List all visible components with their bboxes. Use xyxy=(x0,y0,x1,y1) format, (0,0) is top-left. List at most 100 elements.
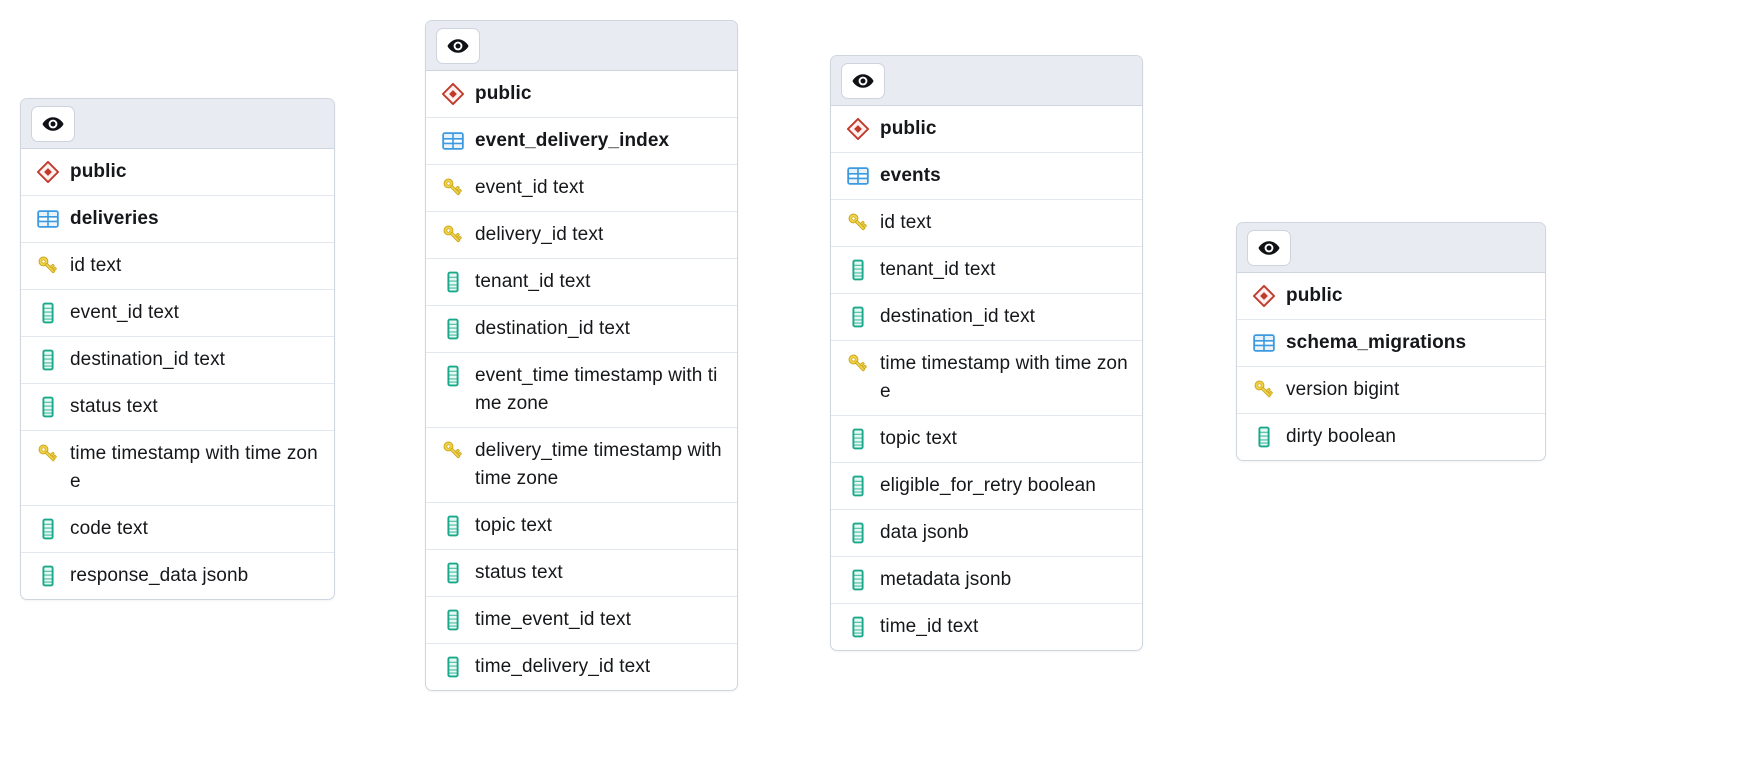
eye-icon xyxy=(851,69,875,93)
visibility-toggle-button[interactable] xyxy=(1247,229,1291,266)
column-label: time timestamp with time zone xyxy=(880,353,1128,402)
column-icon xyxy=(440,363,466,389)
card-body-deliveries: public deliveries id text event_id text dest… xyxy=(21,149,334,599)
column-row[interactable]: response_data jsonb xyxy=(21,553,334,599)
column-label: eligible_for_retry boolean xyxy=(880,475,1096,496)
column-row[interactable]: time timestamp with time zone xyxy=(831,341,1142,416)
column-label: response_data jsonb xyxy=(70,565,249,586)
column-row[interactable]: code text xyxy=(21,506,334,553)
column-icon xyxy=(35,347,61,373)
column-label: time_id text xyxy=(880,616,979,637)
visibility-toggle-button[interactable] xyxy=(841,62,885,99)
column-row[interactable]: destination_id text xyxy=(426,306,737,353)
column-label: destination_id text xyxy=(475,318,631,339)
column-label: time_event_id text xyxy=(475,609,631,630)
visibility-toggle-button[interactable] xyxy=(436,27,480,64)
column-row[interactable]: time_delivery_id text xyxy=(426,644,737,690)
table-grid-icon xyxy=(35,206,61,232)
column-row[interactable]: version bigint xyxy=(1237,367,1545,414)
schema-diamond-icon xyxy=(440,81,466,107)
column-label: destination_id text xyxy=(880,306,1036,327)
key-icon xyxy=(35,253,61,279)
column-row[interactable]: event_id text xyxy=(21,290,334,337)
eye-icon xyxy=(41,112,65,136)
column-row[interactable]: time timestamp with time zone xyxy=(21,431,334,506)
column-row[interactable]: topic text xyxy=(426,503,737,550)
column-label: time_delivery_id text xyxy=(475,656,651,677)
key-icon xyxy=(35,441,61,467)
column-label: code text xyxy=(70,518,149,539)
schema-row-schema_migrations[interactable]: public xyxy=(1237,273,1545,320)
column-icon xyxy=(35,300,61,326)
column-row[interactable]: status text xyxy=(426,550,737,597)
column-row[interactable]: topic text xyxy=(831,416,1142,463)
column-row[interactable]: delivery_id text xyxy=(426,212,737,259)
key-icon xyxy=(440,438,466,464)
column-label: time timestamp with time zone xyxy=(70,443,318,492)
table-grid-icon xyxy=(845,163,871,189)
column-icon xyxy=(35,394,61,420)
eye-icon xyxy=(446,34,470,58)
column-icon xyxy=(35,516,61,542)
column-row[interactable]: dirty boolean xyxy=(1237,414,1545,460)
column-row[interactable]: tenant_id text xyxy=(426,259,737,306)
table-grid-icon xyxy=(440,128,466,154)
column-icon xyxy=(440,269,466,295)
table-name-label: deliveries xyxy=(70,208,159,229)
column-label: metadata jsonb xyxy=(880,569,1012,590)
column-row[interactable]: time_id text xyxy=(831,604,1142,650)
schema-row-event_delivery_index[interactable]: public xyxy=(426,71,737,118)
column-row[interactable]: id text xyxy=(831,200,1142,247)
column-row[interactable]: destination_id text xyxy=(21,337,334,384)
table-card-deliveries[interactable]: public deliveries id text event_id text dest… xyxy=(20,98,335,600)
eye-icon xyxy=(1257,236,1281,260)
column-icon xyxy=(845,520,871,546)
column-row[interactable]: time_event_id text xyxy=(426,597,737,644)
column-label: topic text xyxy=(880,428,958,449)
key-icon xyxy=(1251,377,1277,403)
table-name-row-deliveries[interactable]: deliveries xyxy=(21,196,334,243)
visibility-toggle-button[interactable] xyxy=(31,105,75,142)
column-icon xyxy=(440,513,466,539)
column-row[interactable]: eligible_for_retry boolean xyxy=(831,463,1142,510)
card-header-schema_migrations xyxy=(1237,223,1545,273)
schema-diamond-icon xyxy=(845,116,871,142)
column-row[interactable]: metadata jsonb xyxy=(831,557,1142,604)
column-row[interactable]: destination_id text xyxy=(831,294,1142,341)
table-name-label: schema_migrations xyxy=(1286,332,1467,353)
schema-diamond-icon xyxy=(35,159,61,185)
column-label: tenant_id text xyxy=(475,271,591,292)
table-card-event_delivery_index[interactable]: public event_delivery_index event_id text d… xyxy=(425,20,738,691)
schema-row-deliveries[interactable]: public xyxy=(21,149,334,196)
column-label: delivery_id text xyxy=(475,224,604,245)
table-name-row-events[interactable]: events xyxy=(831,153,1142,200)
column-label: destination_id text xyxy=(70,349,226,370)
column-row[interactable]: tenant_id text xyxy=(831,247,1142,294)
column-icon xyxy=(35,563,61,589)
schema-label: public xyxy=(1286,285,1343,306)
column-icon xyxy=(845,567,871,593)
table-name-row-schema_migrations[interactable]: schema_migrations xyxy=(1237,320,1545,367)
column-icon xyxy=(845,304,871,330)
column-row[interactable]: delivery_time timestamp with time zone xyxy=(426,428,737,503)
table-name-label: event_delivery_index xyxy=(475,130,670,151)
column-row[interactable]: event_time timestamp with time zone xyxy=(426,353,737,428)
schema-label: public xyxy=(475,83,532,104)
column-icon xyxy=(845,257,871,283)
column-icon xyxy=(440,560,466,586)
table-name-row-event_delivery_index[interactable]: event_delivery_index xyxy=(426,118,737,165)
column-icon xyxy=(440,316,466,342)
column-icon xyxy=(440,607,466,633)
column-icon xyxy=(440,654,466,680)
column-row[interactable]: status text xyxy=(21,384,334,431)
column-icon xyxy=(845,614,871,640)
column-label: topic text xyxy=(475,515,553,536)
column-label: event_id text xyxy=(70,302,180,323)
column-row[interactable]: id text xyxy=(21,243,334,290)
schema-row-events[interactable]: public xyxy=(831,106,1142,153)
column-row[interactable]: event_id text xyxy=(426,165,737,212)
column-row[interactable]: data jsonb xyxy=(831,510,1142,557)
